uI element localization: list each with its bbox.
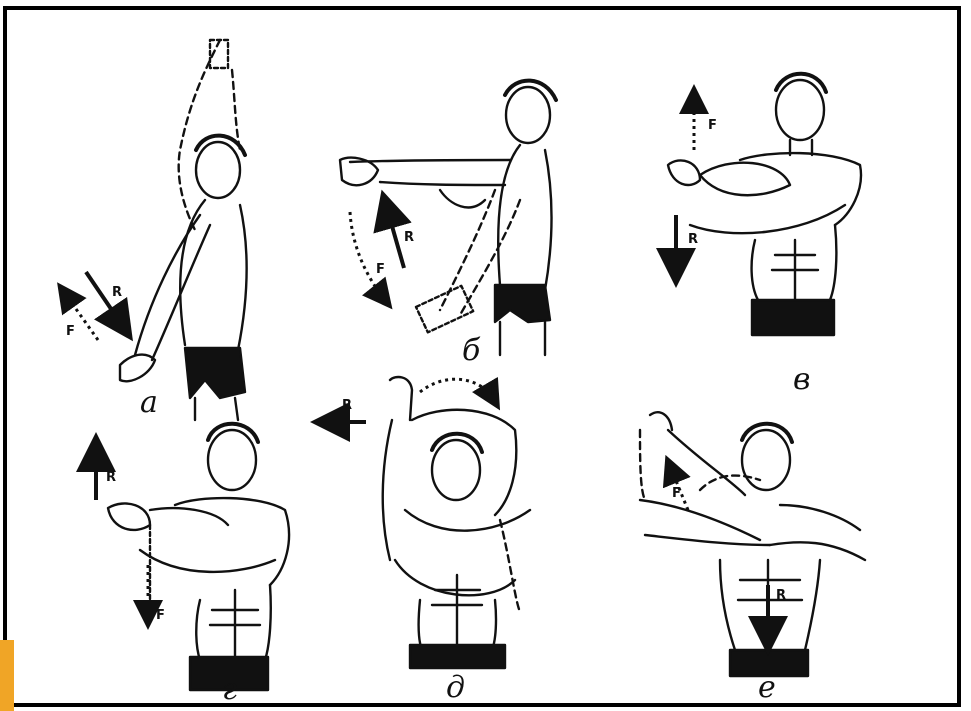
caption-b: б xyxy=(462,333,480,368)
label-f-v: F xyxy=(708,118,717,133)
arrow-r-a xyxy=(86,272,124,328)
caption-g: г xyxy=(222,672,237,707)
label-r-g: R xyxy=(106,470,116,485)
figure-g xyxy=(108,424,289,690)
label-r-a: R xyxy=(112,285,122,300)
caption-v: в xyxy=(793,362,810,397)
arrow-f-d xyxy=(420,379,494,400)
label-r-e: R xyxy=(776,588,786,603)
figure-a xyxy=(120,40,247,420)
label-f-a: F xyxy=(66,324,75,339)
caption-d: д xyxy=(446,670,465,705)
arrow-f-b xyxy=(350,212,385,300)
label-r-v: R xyxy=(688,232,698,247)
label-r-b: R xyxy=(404,230,414,245)
label-f-e: F xyxy=(672,486,681,501)
label-f-b: F xyxy=(376,262,385,277)
arrow-r-b xyxy=(386,205,404,268)
figure-v xyxy=(668,74,861,335)
caption-e: е xyxy=(758,670,776,705)
caption-a: а xyxy=(140,385,158,420)
figure-e xyxy=(640,412,865,676)
label-f-g: F xyxy=(156,608,165,623)
figure-d xyxy=(383,377,530,668)
figure-b xyxy=(340,81,556,355)
label-r-d: R xyxy=(342,398,352,413)
label-f-d: F xyxy=(490,384,499,399)
